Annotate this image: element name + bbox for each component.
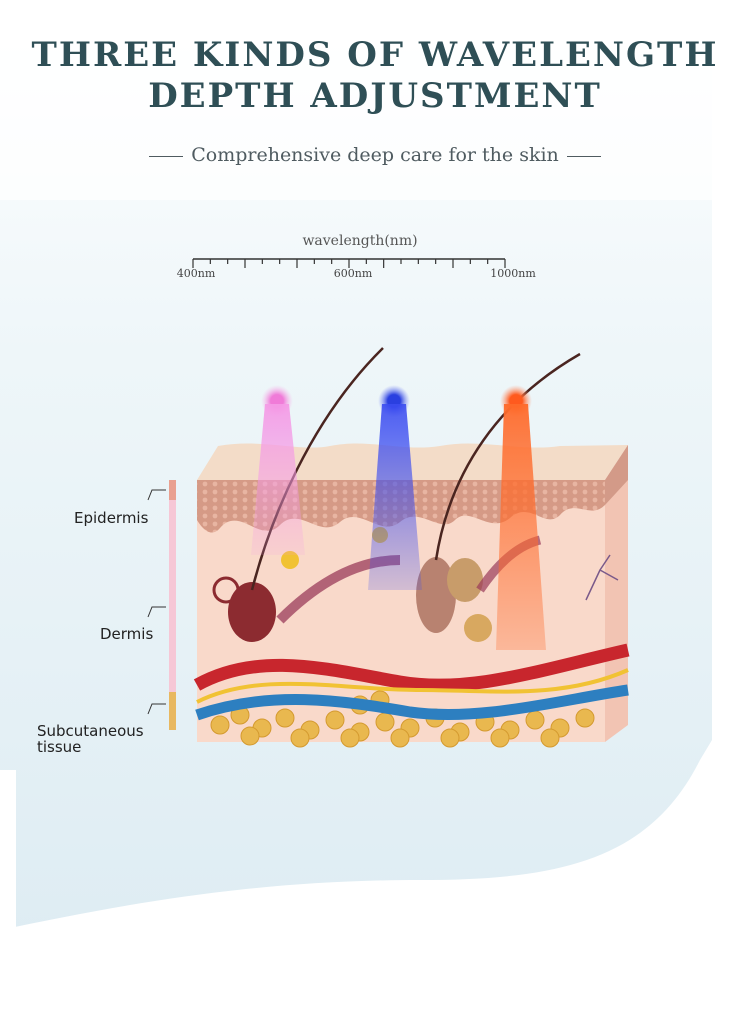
label-dermis: Dermis	[100, 625, 153, 643]
label-subcutaneous-line2: tissue	[37, 739, 177, 755]
hair-follicle-left	[228, 582, 276, 642]
wavelength-scale	[193, 259, 505, 268]
fat-cell	[541, 729, 559, 747]
dermis-bar	[169, 500, 176, 692]
epidermis-bar	[169, 480, 176, 500]
epidermis-leader	[148, 490, 166, 500]
fat-cell	[241, 727, 259, 745]
label-subcutaneous-line1: Subcutaneous	[37, 723, 177, 739]
fat-cell	[441, 729, 459, 747]
fat-cell	[326, 711, 344, 729]
fat-cell	[211, 716, 229, 734]
fat-cell	[391, 729, 409, 747]
fat-cell	[526, 711, 544, 729]
label-epidermis: Epidermis	[74, 509, 148, 527]
fat-cell	[341, 729, 359, 747]
fat-cell	[491, 729, 509, 747]
dermis-leader	[148, 607, 166, 617]
fat-cell	[576, 709, 594, 727]
label-subcutaneous: Subcutaneous tissue	[37, 723, 177, 755]
fat-cell	[291, 729, 309, 747]
fat-cell	[376, 713, 394, 731]
layer-bar	[148, 480, 176, 730]
fat-cell	[276, 709, 294, 727]
subcutaneous-leader	[148, 704, 166, 714]
